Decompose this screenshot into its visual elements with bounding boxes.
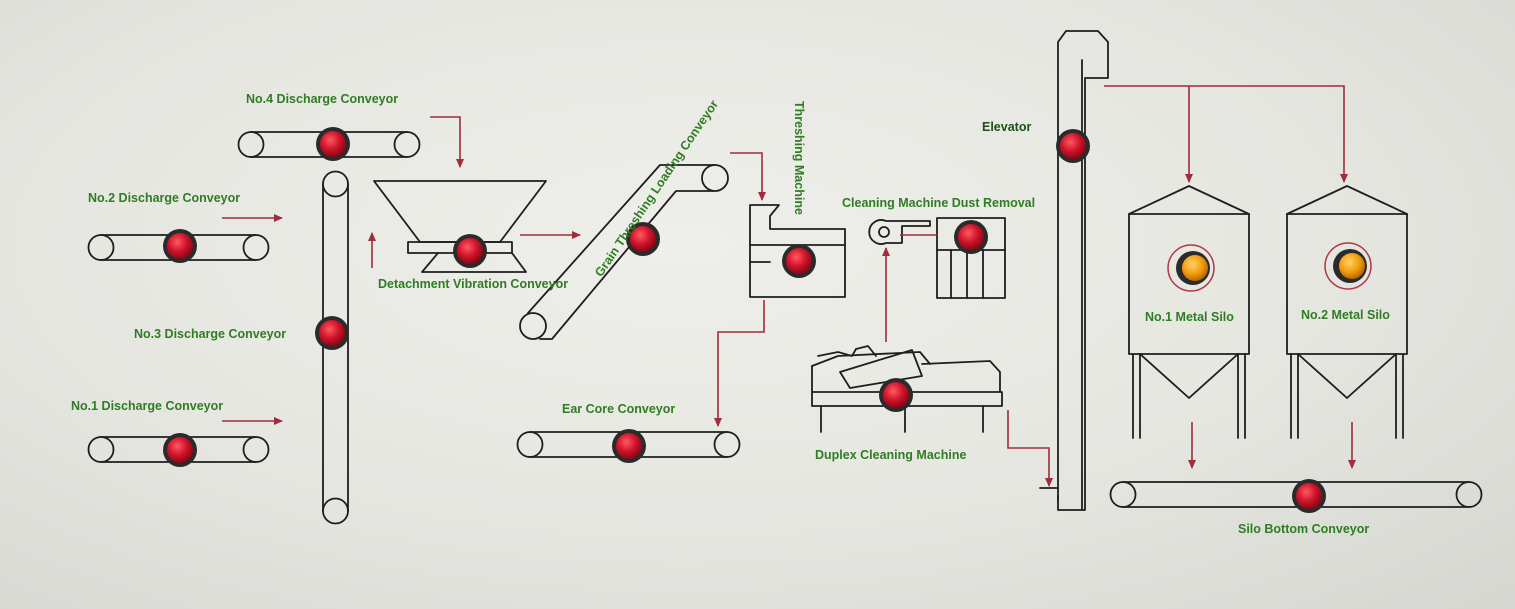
label-detachment-vibration-conveyor: Detachment Vibration Conveyor xyxy=(378,277,569,291)
label-threshing-machine: Threshing Machine xyxy=(792,101,806,215)
red-indicator-lamp-icon[interactable] xyxy=(879,378,913,412)
red-indicator-lamp-icon[interactable] xyxy=(954,220,988,254)
label-no3-discharge-conveyor: No.3 Discharge Conveyor xyxy=(134,327,287,341)
label-no1-metal-silo: No.1 Metal Silo xyxy=(1145,310,1234,324)
cleaning-machine-dust-removal xyxy=(868,217,1006,299)
label-duplex-cleaning-machine: Duplex Cleaning Machine xyxy=(815,448,967,462)
red-indicator-lamp-icon[interactable] xyxy=(782,244,816,278)
red-indicator-lamp-icon[interactable] xyxy=(626,222,660,256)
silo-bottom-conveyor xyxy=(1109,481,1483,508)
label-no2-metal-silo: No.2 Metal Silo xyxy=(1301,308,1390,322)
label-no4-discharge-conveyor: No.4 Discharge Conveyor xyxy=(246,92,399,106)
red-indicator-lamp-icon[interactable] xyxy=(315,316,349,350)
red-indicator-lamp-icon[interactable] xyxy=(453,234,487,268)
elevator xyxy=(1039,30,1109,511)
grain-threshing-loading-conveyor xyxy=(519,164,729,340)
red-indicator-lamp-icon[interactable] xyxy=(612,429,646,463)
label-ear-core-conveyor: Ear Core Conveyor xyxy=(562,402,676,416)
no1-metal-silo xyxy=(1128,185,1250,439)
label-cleaning-machine-dust-removal: Cleaning Machine Dust Removal xyxy=(842,196,1036,210)
no2-metal-silo xyxy=(1286,185,1408,439)
label-silo-bottom-conveyor: Silo Bottom Conveyor xyxy=(1238,522,1370,536)
amber-indicator-lamp-icon[interactable] xyxy=(1324,242,1372,290)
label-no2-discharge-conveyor: No.2 Discharge Conveyor xyxy=(88,191,241,205)
material-flow-arrows xyxy=(222,85,1356,487)
indicator-lamps xyxy=(163,127,1372,513)
label-no1-discharge-conveyor: No.1 Discharge Conveyor xyxy=(71,399,224,413)
red-indicator-lamp-icon[interactable] xyxy=(316,127,350,161)
red-indicator-lamp-icon[interactable] xyxy=(163,229,197,263)
red-indicator-lamp-icon[interactable] xyxy=(1292,479,1326,513)
amber-indicator-lamp-icon[interactable] xyxy=(1167,244,1215,292)
red-indicator-lamp-icon[interactable] xyxy=(1056,129,1090,163)
red-indicator-lamp-icon[interactable] xyxy=(163,433,197,467)
no3-discharge-conveyor xyxy=(322,170,349,525)
label-elevator: Elevator xyxy=(982,120,1032,134)
